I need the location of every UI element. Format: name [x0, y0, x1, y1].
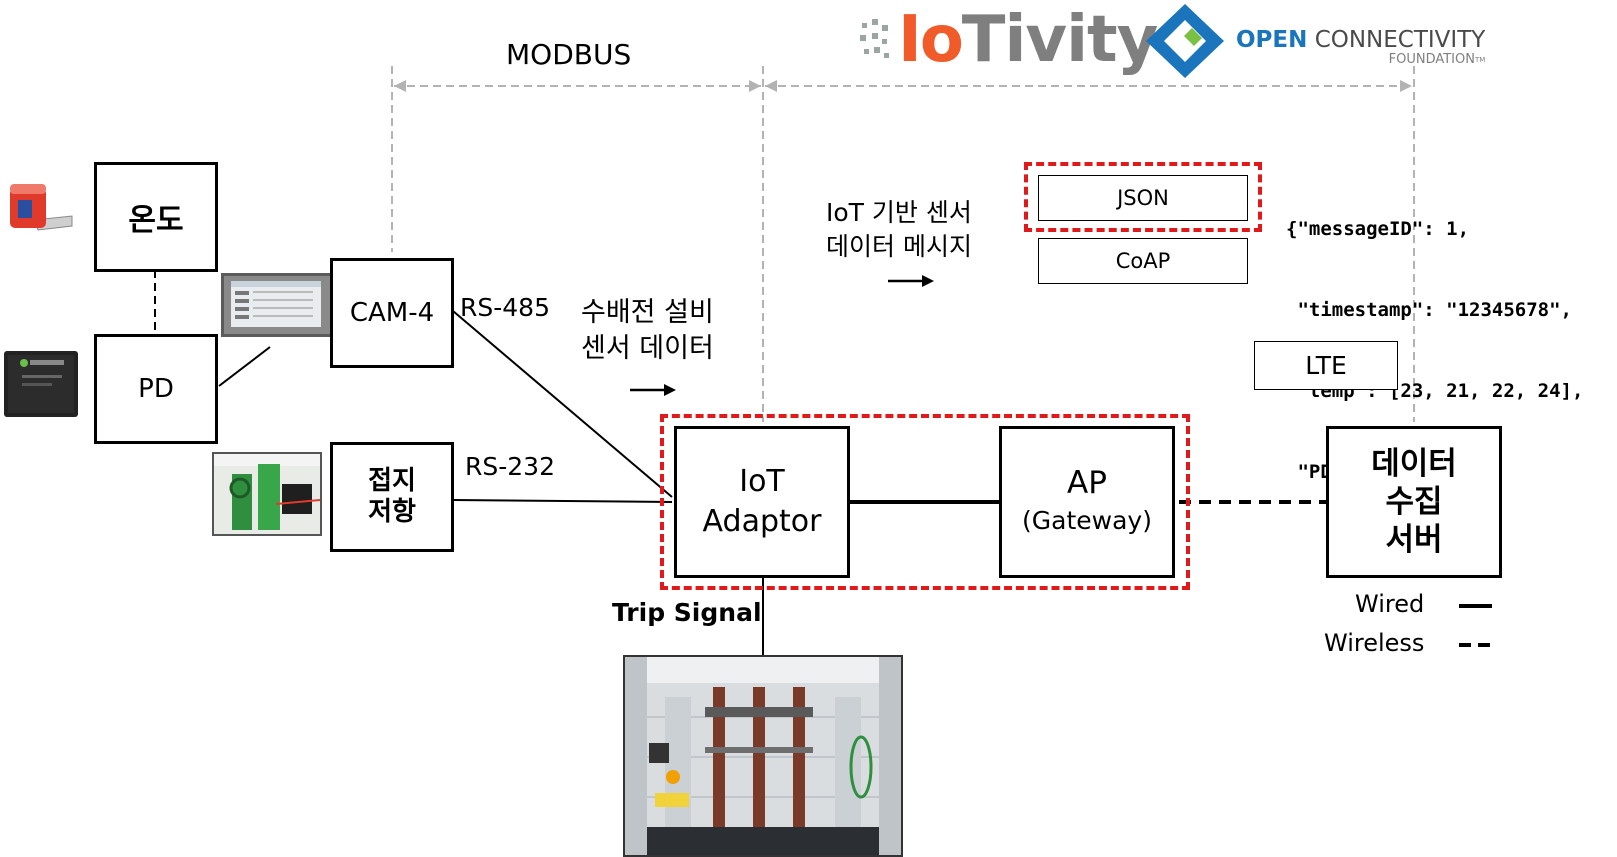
trip-signal-label: Trip Signal	[612, 598, 762, 627]
ocf-open: OPEN	[1236, 27, 1308, 53]
ocf-mark-icon	[1146, 4, 1224, 78]
json-highlight-frame	[1024, 162, 1262, 232]
gateway-highlight-frame	[660, 414, 1190, 590]
temperature-sensor-image	[4, 180, 74, 242]
pd-node: PD	[94, 334, 218, 444]
json-sample-line2: "timestamp": "12345678",	[1286, 299, 1572, 321]
legend-wireless-label: Wireless	[1324, 629, 1425, 657]
iotivity-dots-icon	[860, 19, 889, 58]
ground-resistance-line1: 접지	[368, 465, 416, 496]
coap-layer: CoAP	[1038, 238, 1248, 284]
iotivity-prefix: Io	[898, 3, 964, 77]
server-line3: 서버	[1385, 522, 1443, 558]
iot-message-line2: 데이터 메시지	[826, 232, 972, 261]
data-server-node: 데이터 수집 서버	[1326, 426, 1502, 578]
iot-adaptor-line1: IoT	[739, 464, 785, 499]
iot-message-line1: IoT 기반 센서	[826, 198, 972, 227]
ocf-logo-text: OPEN CONNECTIVITY FOUNDATIONTM	[1236, 28, 1485, 68]
ground-resistance-node: 접지 저항	[330, 442, 454, 552]
ap-line1: AP	[1067, 465, 1107, 501]
iot-adaptor-line2: Adaptor	[702, 504, 822, 539]
cam4-monitor-image	[221, 273, 333, 337]
json-layer: JSON	[1038, 175, 1248, 221]
ap-line2: (Gateway)	[1022, 506, 1152, 535]
ground-resistance-image	[212, 452, 322, 536]
rs485-line	[452, 310, 673, 498]
ground-resistance-line2: 저항	[368, 497, 416, 527]
legend-wired-label: Wired	[1355, 590, 1425, 618]
equipment-label-line2: 센서 데이터	[581, 333, 714, 364]
cam4-node: CAM-4	[330, 258, 454, 368]
modbus-label: MODBUS	[506, 38, 632, 71]
temperature-node: 온도	[94, 162, 218, 272]
lte-label: LTE	[1254, 341, 1398, 390]
iot-message-label: IoT 기반 센서 데이터 메시지	[826, 196, 972, 264]
ocf-foundation: FOUNDATION	[1388, 52, 1475, 67]
rs232-label: RS-232	[465, 452, 555, 481]
json-sample-line1: {"messageID": 1,	[1286, 218, 1470, 240]
equipment-label-line1: 수배전 설비	[581, 297, 714, 328]
server-line1: 데이터	[1371, 446, 1457, 482]
rs485-label: RS-485	[460, 293, 550, 322]
switchgear-image	[623, 655, 903, 857]
ocf-connectivity: CONNECTIVITY	[1314, 27, 1486, 53]
iot-adaptor-node: IoT Adaptor	[674, 426, 850, 578]
rs232-line	[452, 499, 673, 503]
pd-monitor-link	[218, 346, 271, 387]
pd-sensor-image	[2, 347, 80, 421]
equipment-sensor-data-label: 수배전 설비 센서 데이터	[581, 295, 714, 367]
ap-gateway-node: AP (Gateway)	[999, 426, 1175, 578]
server-line2: 수집	[1385, 484, 1443, 520]
json-sample: {"messageID": 1, "timestamp": "12345678"…	[1286, 162, 1583, 540]
iotivity-suffix: Tivity	[961, 3, 1159, 77]
ocf-tm: TM	[1474, 56, 1486, 64]
